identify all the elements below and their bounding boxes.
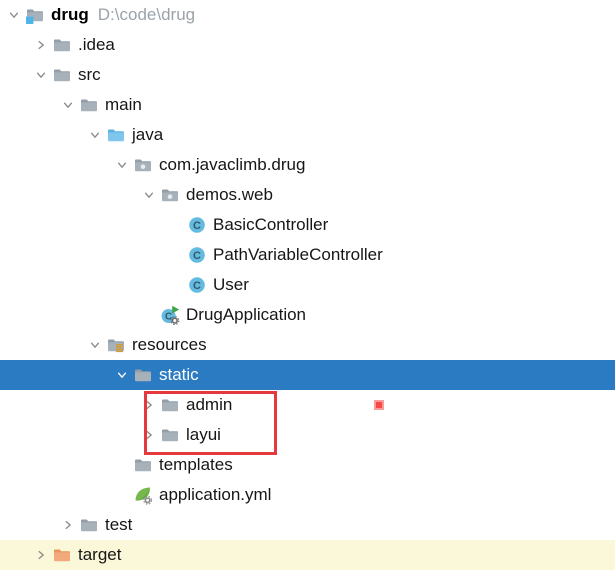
chevron-down-icon[interactable] <box>8 0 25 30</box>
tree-row-application-yml[interactable]: application.yml <box>0 480 615 510</box>
chevron-down-icon[interactable] <box>89 120 106 150</box>
tree-item-label: resources <box>132 335 207 354</box>
folder-icon <box>160 395 180 415</box>
tree-item-label: demos.web <box>186 185 273 204</box>
resources-root-folder-icon <box>106 335 126 355</box>
tree-item-label: BasicController <box>213 215 329 234</box>
sources-root-folder-icon <box>106 125 126 145</box>
chevron-right-icon[interactable] <box>62 510 79 540</box>
folder-icon <box>133 455 153 475</box>
tree-row-pathvariablecontroller[interactable]: PathVariableController <box>0 240 615 270</box>
tree-row-test[interactable]: test <box>0 510 615 540</box>
tree-row-demos-web[interactable]: demos.web <box>0 180 615 210</box>
chevron-slot <box>170 270 187 300</box>
class-icon <box>187 245 207 265</box>
project-folder-icon <box>25 5 45 25</box>
tree-row-drug[interactable]: drug D:\code\drug <box>0 0 615 30</box>
tree-row-admin[interactable]: admin <box>0 390 615 420</box>
spring-config-file-icon <box>133 485 153 505</box>
chevron-right-icon[interactable] <box>35 30 52 60</box>
tree-row-target[interactable]: target <box>0 540 615 570</box>
chevron-down-icon[interactable] <box>35 60 52 90</box>
excluded-folder-icon <box>52 545 72 565</box>
tree-item-label: layui <box>186 425 221 444</box>
tree-item-label: DrugApplication <box>186 305 307 324</box>
tree-row-java[interactable]: java <box>0 120 615 150</box>
chevron-slot <box>170 240 187 270</box>
folder-icon <box>160 425 180 445</box>
folder-icon <box>79 515 99 535</box>
class-icon <box>187 215 207 235</box>
tree-item-label: admin <box>186 395 233 414</box>
chevron-down-icon[interactable] <box>62 90 79 120</box>
chevron-slot <box>170 210 187 240</box>
chevron-slot <box>116 450 133 480</box>
chevron-down-icon[interactable] <box>116 360 133 390</box>
folder-icon <box>133 365 153 385</box>
tree-item-label: PathVariableController <box>213 245 383 264</box>
tree-item-label: com.javaclimb.drug <box>159 155 306 174</box>
project-root-path: D:\code\drug <box>97 5 196 24</box>
tree-row-main[interactable]: main <box>0 90 615 120</box>
tree-item-label: test <box>105 515 133 534</box>
tree-row-user[interactable]: User <box>0 270 615 300</box>
tree-item-label: .idea <box>78 35 115 54</box>
chevron-down-icon[interactable] <box>116 150 133 180</box>
tree-item-label: User <box>213 275 249 294</box>
runnable-class-icon <box>160 305 180 325</box>
tree-item-label: static <box>159 365 199 384</box>
chevron-down-icon[interactable] <box>143 180 160 210</box>
tree-item-label: java <box>132 125 164 144</box>
tree-row-resources[interactable]: resources <box>0 330 615 360</box>
chevron-right-icon[interactable] <box>35 540 52 570</box>
chevron-slot <box>116 480 133 510</box>
tree-row-com-javaclimb-drug[interactable]: com.javaclimb.drug <box>0 150 615 180</box>
chevron-slot <box>143 300 160 330</box>
tree-row-idea[interactable]: .idea <box>0 30 615 60</box>
chevron-right-icon[interactable] <box>143 390 160 420</box>
tree-item-label: application.yml <box>159 485 272 504</box>
tree-row-src[interactable]: src <box>0 60 615 90</box>
folder-icon <box>52 35 72 55</box>
package-icon <box>133 155 153 175</box>
chevron-down-icon[interactable] <box>89 330 106 360</box>
tree-item-label: src <box>78 65 101 84</box>
chevron-right-icon[interactable] <box>143 420 160 450</box>
project-root-name: drug <box>51 5 89 24</box>
folder-icon <box>52 65 72 85</box>
folder-icon <box>79 95 99 115</box>
tree-row-layui[interactable]: layui <box>0 420 615 450</box>
tree-row-templates[interactable]: templates <box>0 450 615 480</box>
tree-row-basiccontroller[interactable]: BasicController <box>0 210 615 240</box>
tree-row-drugapplication[interactable]: DrugApplication <box>0 300 615 330</box>
tree-item-label: main <box>105 95 142 114</box>
tree-item-label: target <box>78 545 122 564</box>
package-icon <box>160 185 180 205</box>
tree-row-static[interactable]: static <box>0 360 615 390</box>
tree-item-label: templates <box>159 455 233 474</box>
class-icon <box>187 275 207 295</box>
